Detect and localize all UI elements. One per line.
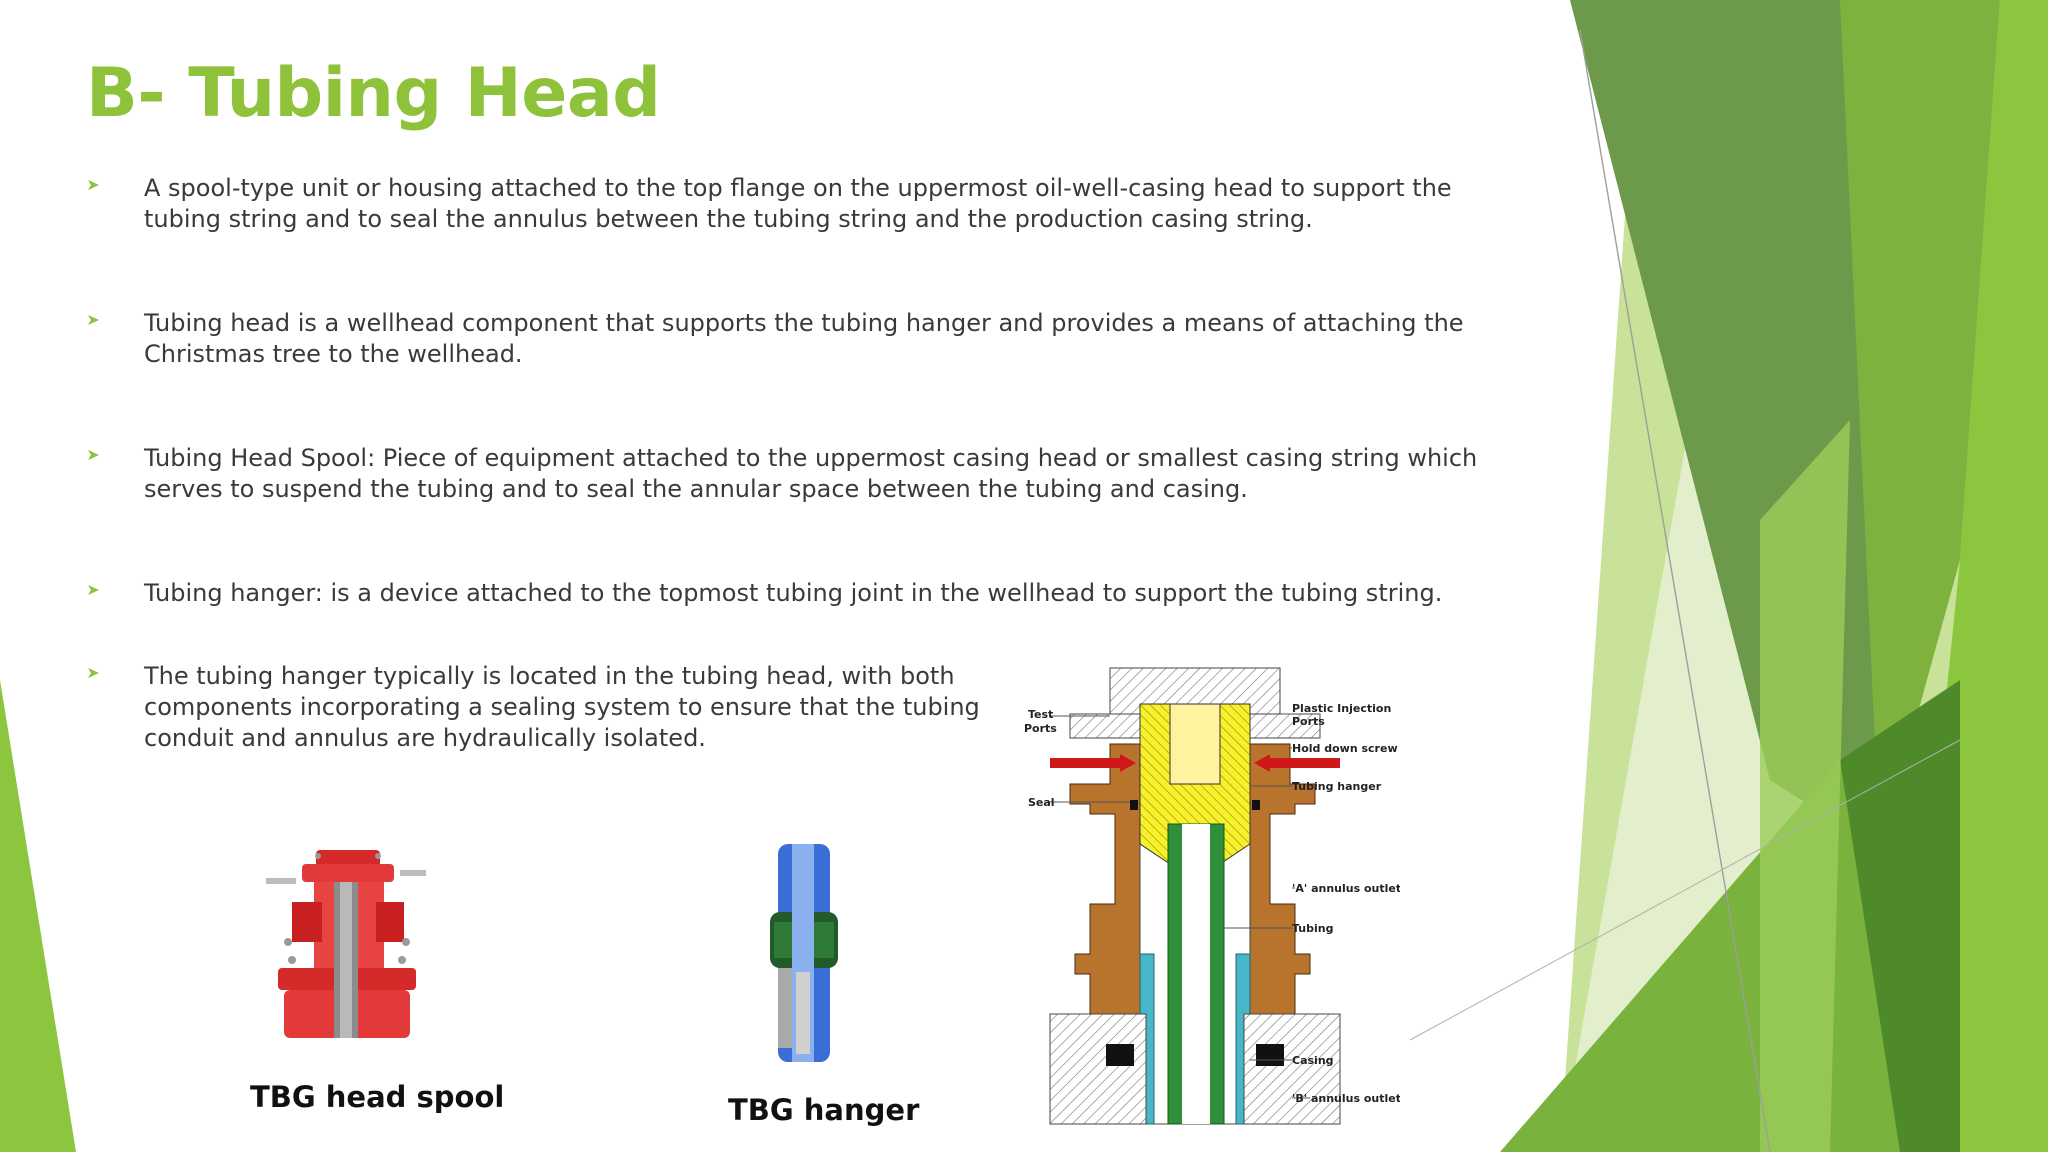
diagram-label-tubing: Tubing: [1292, 922, 1333, 935]
bullet-text: The tubing hanger typically is located i…: [144, 662, 980, 752]
bullet-item: Tubing Head Spool: Piece of equipment at…: [86, 443, 1506, 505]
diagram-label-tubing-hanger: Tubing hanger: [1292, 780, 1382, 793]
arrowhead-bullet-icon: [86, 661, 144, 685]
tubing-hanger-image: [770, 844, 838, 1062]
bullet-item: A spool-type unit or housing attached to…: [86, 173, 1506, 235]
decor-line: [1579, 29, 1771, 1152]
arrowhead-bullet-icon: [86, 443, 144, 467]
diagram-label-plastic-injection: Ports: [1292, 715, 1325, 728]
tubing-head-cross-section-diagram: Test Ports Seal Plastic Injection Ports …: [1024, 667, 1400, 1125]
bullet-text: Tubing Head Spool: Piece of equipment at…: [144, 444, 1478, 503]
diagram-label-test-ports: Test: [1028, 708, 1053, 721]
bullet-item: The tubing hanger typically is located i…: [86, 661, 986, 754]
diagram-label-seal: Seal: [1028, 796, 1055, 809]
bullet-text: Tubing hanger: is a device attached to t…: [144, 579, 1443, 607]
bullet-text: Tubing head is a wellhead component that…: [144, 309, 1464, 368]
arrowhead-bullet-icon: [86, 173, 144, 197]
arrowhead-bullet-icon: [86, 578, 144, 602]
spool-caption: TBG head spool: [250, 1080, 505, 1114]
tubing-head-spool-image: [266, 850, 426, 1038]
left-facet: [0, 680, 76, 1152]
slide-title: B- Tubing Head: [86, 54, 661, 133]
diagram-label-b-annulus: 'B' annulus outlet: [1292, 1092, 1400, 1105]
arrowhead-bullet-icon: [86, 308, 144, 332]
hanger-caption: TBG hanger: [728, 1093, 920, 1127]
bullet-text: A spool-type unit or housing attached to…: [144, 174, 1452, 233]
right-facet-strip: [1760, 420, 1850, 1152]
diagram-label-a-annulus: 'A' annulus outlet: [1292, 882, 1400, 895]
diagram-label-test-ports: Ports: [1024, 722, 1057, 735]
diagram-label-casing: Casing: [1292, 1054, 1334, 1067]
diagram-label-hold-down-screw: Hold down screw: [1292, 742, 1398, 755]
diagram-label-plastic-injection: Plastic Injection: [1292, 702, 1391, 715]
right-facet-mid: [1840, 0, 2000, 850]
decor-line: [1409, 739, 1961, 1041]
bullet-item: Tubing head is a wellhead component that…: [86, 308, 1506, 370]
bullet-item: Tubing hanger: is a device attached to t…: [86, 578, 1506, 609]
